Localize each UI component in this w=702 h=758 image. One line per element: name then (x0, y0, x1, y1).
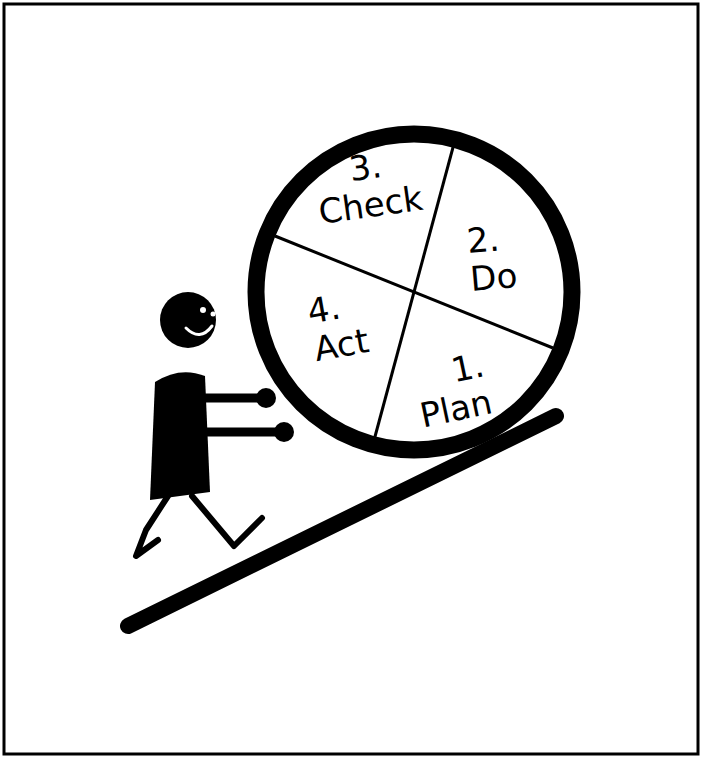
eye (200, 307, 206, 313)
divider-line (373, 140, 455, 444)
head (160, 292, 216, 348)
frame (4, 4, 698, 754)
leg (136, 496, 168, 556)
step-label: 1. Plan (409, 345, 496, 434)
leg (192, 496, 262, 546)
fist (274, 422, 294, 442)
arm (200, 394, 262, 403)
step-label: 3. Check (311, 141, 425, 231)
cycle-segment: 4. Act (264, 142, 564, 442)
fist (256, 388, 276, 408)
arm (200, 428, 280, 437)
step-label: 2. Do (465, 218, 518, 298)
wheel-face (256, 134, 572, 450)
divider-line (275, 236, 553, 348)
segment-shape (264, 236, 414, 437)
smile (186, 326, 212, 335)
wheel-rim (256, 134, 572, 450)
eye (211, 312, 216, 317)
